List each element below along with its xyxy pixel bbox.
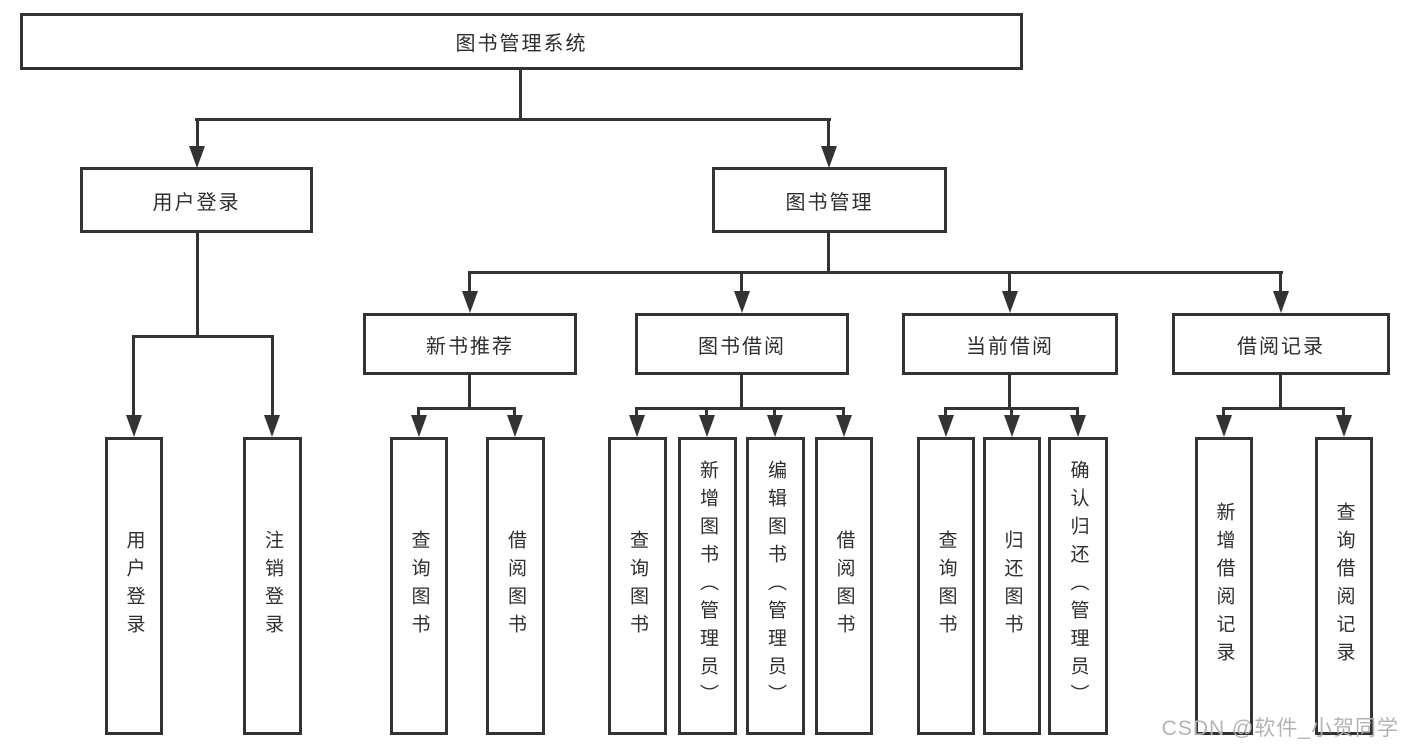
connector-line [635,407,845,410]
leaf-return-books: 归还图书 [983,437,1041,735]
arrow-down-icon [699,415,715,437]
connector-line [196,118,199,146]
connector-line [944,407,1079,410]
connector-line [842,409,845,417]
arrow-down-icon [629,415,645,437]
arrow-down-icon [1216,415,1232,437]
leaf-confirm-return-admin: 确认归还（管理员） [1048,437,1108,735]
connector-line [1008,375,1011,410]
connector-line [195,118,831,121]
connector-line [519,70,522,120]
connector-line [1222,409,1225,417]
connector-line [740,271,743,291]
leaf-query-books-current: 查询图书 [917,437,975,735]
arrow-down-icon [1273,291,1289,313]
arrow-down-icon [836,415,852,437]
leaf-borrow-books-recommend: 借阅图书 [486,437,545,735]
arrow-down-icon [1070,415,1086,437]
node-current-borrowing: 当前借阅 [902,313,1118,375]
leaf-query-books-recommend: 查询图书 [390,437,448,735]
connector-line [468,375,471,410]
node-book-management: 图书管理 [712,167,947,233]
connector-line [513,409,516,417]
leaf-add-book-admin: 新增图书（管理员） [678,437,737,735]
leaf-query-borrow-record: 查询借阅记录 [1315,437,1373,735]
connector-line [773,409,776,417]
arrow-down-icon [462,291,478,313]
leaf-borrow-books-borrowing: 借阅图书 [815,437,873,735]
arrow-down-icon [734,291,750,313]
node-book-borrowing: 图书借阅 [635,313,849,375]
connector-line [827,233,830,274]
connector-line [1010,409,1013,417]
node-library-management-system: 图书管理系统 [20,13,1023,70]
node-borrowing-records: 借阅记录 [1172,313,1390,375]
leaf-user-login: 用户登录 [105,437,163,735]
connector-line [1279,375,1282,410]
leaf-add-borrow-record: 新增借阅记录 [1195,437,1253,735]
connector-line [705,409,708,417]
arrow-down-icon [1002,291,1018,313]
arrow-down-icon [126,415,142,437]
connector-line [1222,407,1345,410]
connector-line [132,335,274,338]
connector-line [635,409,638,417]
node-user-login: 用户登录 [80,167,313,233]
arrow-down-icon [411,415,427,437]
arrow-down-icon [1004,415,1020,437]
connector-line [271,335,274,415]
leaf-logout: 注销登录 [243,437,302,735]
connector-line [1279,271,1282,291]
connector-line [417,407,516,410]
connector-line [196,233,199,338]
connector-line [468,271,1283,274]
connector-line [944,409,947,417]
connector-line [468,271,471,291]
arrow-down-icon [767,415,783,437]
arrow-down-icon [507,415,523,437]
watermark-text: CSDN @软件_小贺同学 [1161,717,1399,740]
connector-line [417,409,420,417]
connector-line [1076,409,1079,417]
leaf-edit-book-admin: 编辑图书（管理员） [746,437,805,735]
connector-line [132,335,135,415]
leaf-query-books-borrowing: 查询图书 [608,437,667,735]
connector-line [740,375,743,410]
connector-line [1008,271,1011,291]
arrow-down-icon [189,146,205,168]
arrow-down-icon [821,146,837,168]
node-new-book-recommendation: 新书推荐 [363,313,577,375]
connector-line [1342,409,1345,417]
arrow-down-icon [938,415,954,437]
arrow-down-icon [1336,415,1352,437]
connector-line [827,118,830,146]
arrow-down-icon [264,415,280,437]
